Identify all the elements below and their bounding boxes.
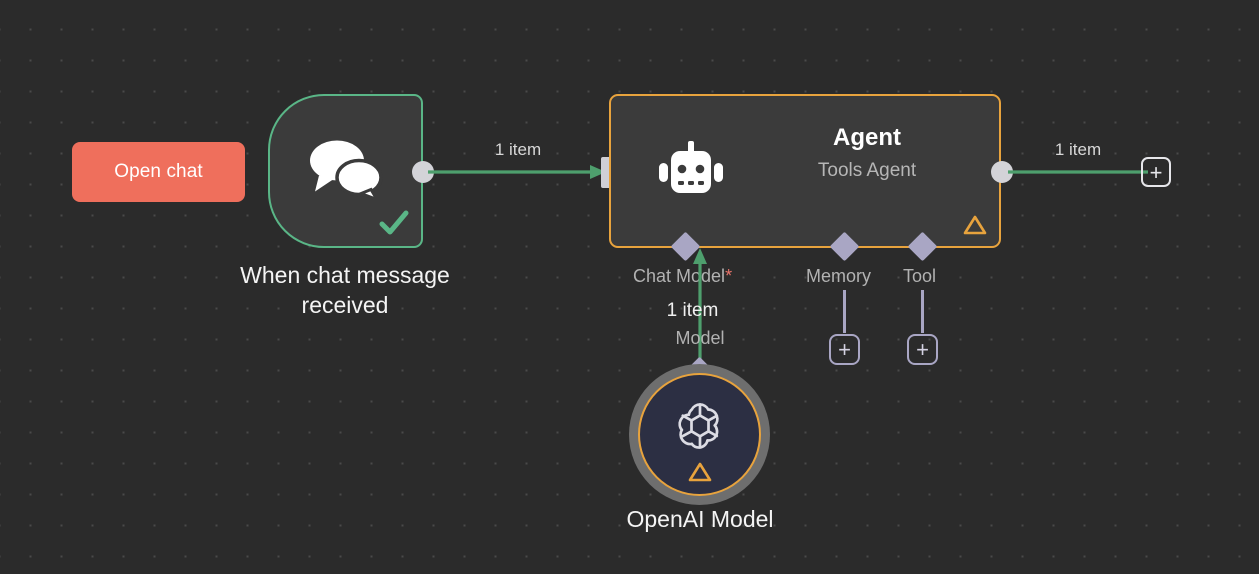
node-openai-model[interactable] xyxy=(629,364,770,505)
chat-bubbles-icon xyxy=(309,140,383,200)
open-chat-button[interactable]: Open chat xyxy=(72,142,245,202)
connection-trigger-to-agent[interactable] xyxy=(428,165,608,179)
add-tool-button[interactable]: + xyxy=(907,334,938,365)
connection-label-output: 1 item xyxy=(1054,140,1102,159)
chat-model-label: Chat Model* xyxy=(633,266,732,287)
warning-triangle-icon[interactable] xyxy=(963,214,987,236)
chat-model-required-marker: * xyxy=(725,266,733,286)
node-when-chat-message-received[interactable] xyxy=(268,94,423,248)
openai-logo-icon xyxy=(677,403,719,449)
agent-node-title: Agent xyxy=(833,124,901,151)
node-label-when-chat-message-received: When chat message received xyxy=(240,262,450,318)
agent-node-subtitle: Tools Agent xyxy=(817,160,917,181)
memory-label: Memory xyxy=(806,266,872,286)
tool-stem xyxy=(921,290,924,333)
connection-agent-to-add[interactable] xyxy=(1008,165,1148,179)
node-label-openai-model: OpenAI Model xyxy=(626,506,774,532)
add-memory-button[interactable]: + xyxy=(829,334,860,365)
agent-output-connector[interactable] xyxy=(991,161,1013,183)
node-agent[interactable]: Agent Tools Agent xyxy=(609,94,1001,248)
chat-model-label-text: Chat Model xyxy=(633,266,726,286)
memory-stem xyxy=(843,290,846,333)
connection-label-model-type: Model xyxy=(675,328,725,348)
warning-triangle-icon[interactable] xyxy=(688,461,712,483)
trigger-output-connector[interactable] xyxy=(412,161,434,183)
tool-label: Tool xyxy=(903,266,937,286)
connection-label-main: 1 item xyxy=(494,140,542,159)
add-node-button[interactable]: + xyxy=(1141,157,1171,187)
connection-label-model-count: 1 item xyxy=(666,300,719,321)
openai-inner-circle xyxy=(638,373,761,496)
checkmark-icon xyxy=(379,210,409,235)
robot-icon xyxy=(659,141,723,193)
